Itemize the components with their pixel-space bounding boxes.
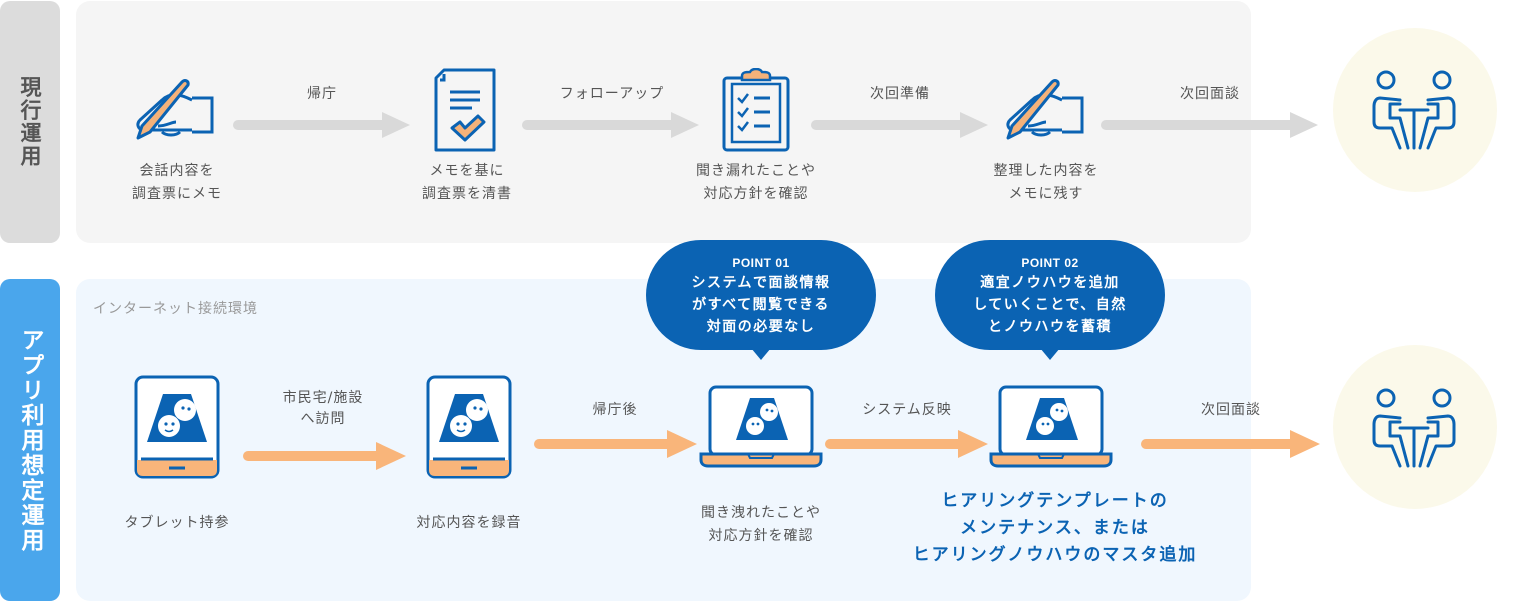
arrow-app-1 <box>243 442 406 470</box>
arrow-current-4 <box>1101 112 1318 138</box>
bubble-tail <box>751 348 771 360</box>
meeting-icon <box>1372 388 1456 468</box>
arrow-current-2 <box>522 112 699 138</box>
clipboard-checklist-icon <box>722 68 790 152</box>
arrow-label-current-1: 帰庁 <box>307 86 337 102</box>
arrow-label-current-3: 次回準備 <box>870 86 930 102</box>
arrow-app-2 <box>534 430 697 458</box>
step-caption-app-3: 聞き洩れたことや対応方針を確認 <box>701 505 821 544</box>
arrow-current-3 <box>811 112 988 138</box>
step-caption-app-2: 対応内容を録音 <box>416 515 522 531</box>
point-text: システムで面談情報がすべて閲覧できる対面の必要なし <box>691 275 831 335</box>
arrow-app-4 <box>1141 430 1320 458</box>
point-title: POINT 02 <box>1021 256 1079 270</box>
row-label-app-text: アプリ利用想定運用 <box>17 327 43 553</box>
step-caption-current-4: 整理した内容をメモに残す <box>993 163 1099 202</box>
arrow-app-3 <box>825 430 988 458</box>
point-title: POINT 01 <box>732 256 790 270</box>
arrow-current-1 <box>233 112 410 138</box>
arrow-label-current-4: 次回面談 <box>1180 86 1240 102</box>
tablet-app-icon <box>426 375 512 479</box>
step-caption-app-4-highlight: ヒアリングテンプレートのメンテナンス、またはヒアリングノウハウのマスタ追加 <box>912 491 1198 565</box>
arrow-label-app-2: 帰庁後 <box>592 402 638 418</box>
point-text: 適宜ノウハウを追加していくことで、自然とノウハウを蓄積 <box>973 275 1127 335</box>
arrow-label-current-2: フォローアップ <box>559 86 665 102</box>
laptop-app-icon <box>699 385 823 468</box>
step-caption-current-1: 会話内容を調査票にメモ <box>132 163 222 202</box>
laptop-app-icon <box>989 385 1113 468</box>
tablet-app-icon <box>134 375 220 479</box>
document-check-icon <box>434 68 496 152</box>
bubble-tail <box>1040 348 1060 360</box>
arrow-label-app-3: システム反映 <box>862 402 952 418</box>
point-bubble-1: POINT 01 システムで面談情報がすべて閲覧できる対面の必要なし <box>646 240 876 360</box>
row-label-current-text: 現行運用 <box>18 76 42 168</box>
writing-hand-icon <box>136 79 214 140</box>
meeting-icon <box>1372 70 1456 150</box>
arrow-label-app-4: 次回面談 <box>1201 402 1261 418</box>
row-label-app: アプリ利用想定運用 <box>0 279 60 601</box>
step-caption-current-2: メモを基に調査票を清書 <box>422 163 512 202</box>
step-caption-current-3: 聞き漏れたことや対応方針を確認 <box>696 163 816 202</box>
environment-label: インターネット接続環境 <box>93 301 258 317</box>
step-caption-app-1: タブレット持参 <box>124 515 230 531</box>
point-bubble-2: POINT 02 適宜ノウハウを追加していくことで、自然とノウハウを蓄積 <box>935 240 1165 360</box>
writing-hand-icon <box>1006 79 1084 140</box>
arrow-label-app-1: 市民宅/施設へ訪問 <box>282 390 364 427</box>
row-label-current: 現行運用 <box>0 1 60 243</box>
